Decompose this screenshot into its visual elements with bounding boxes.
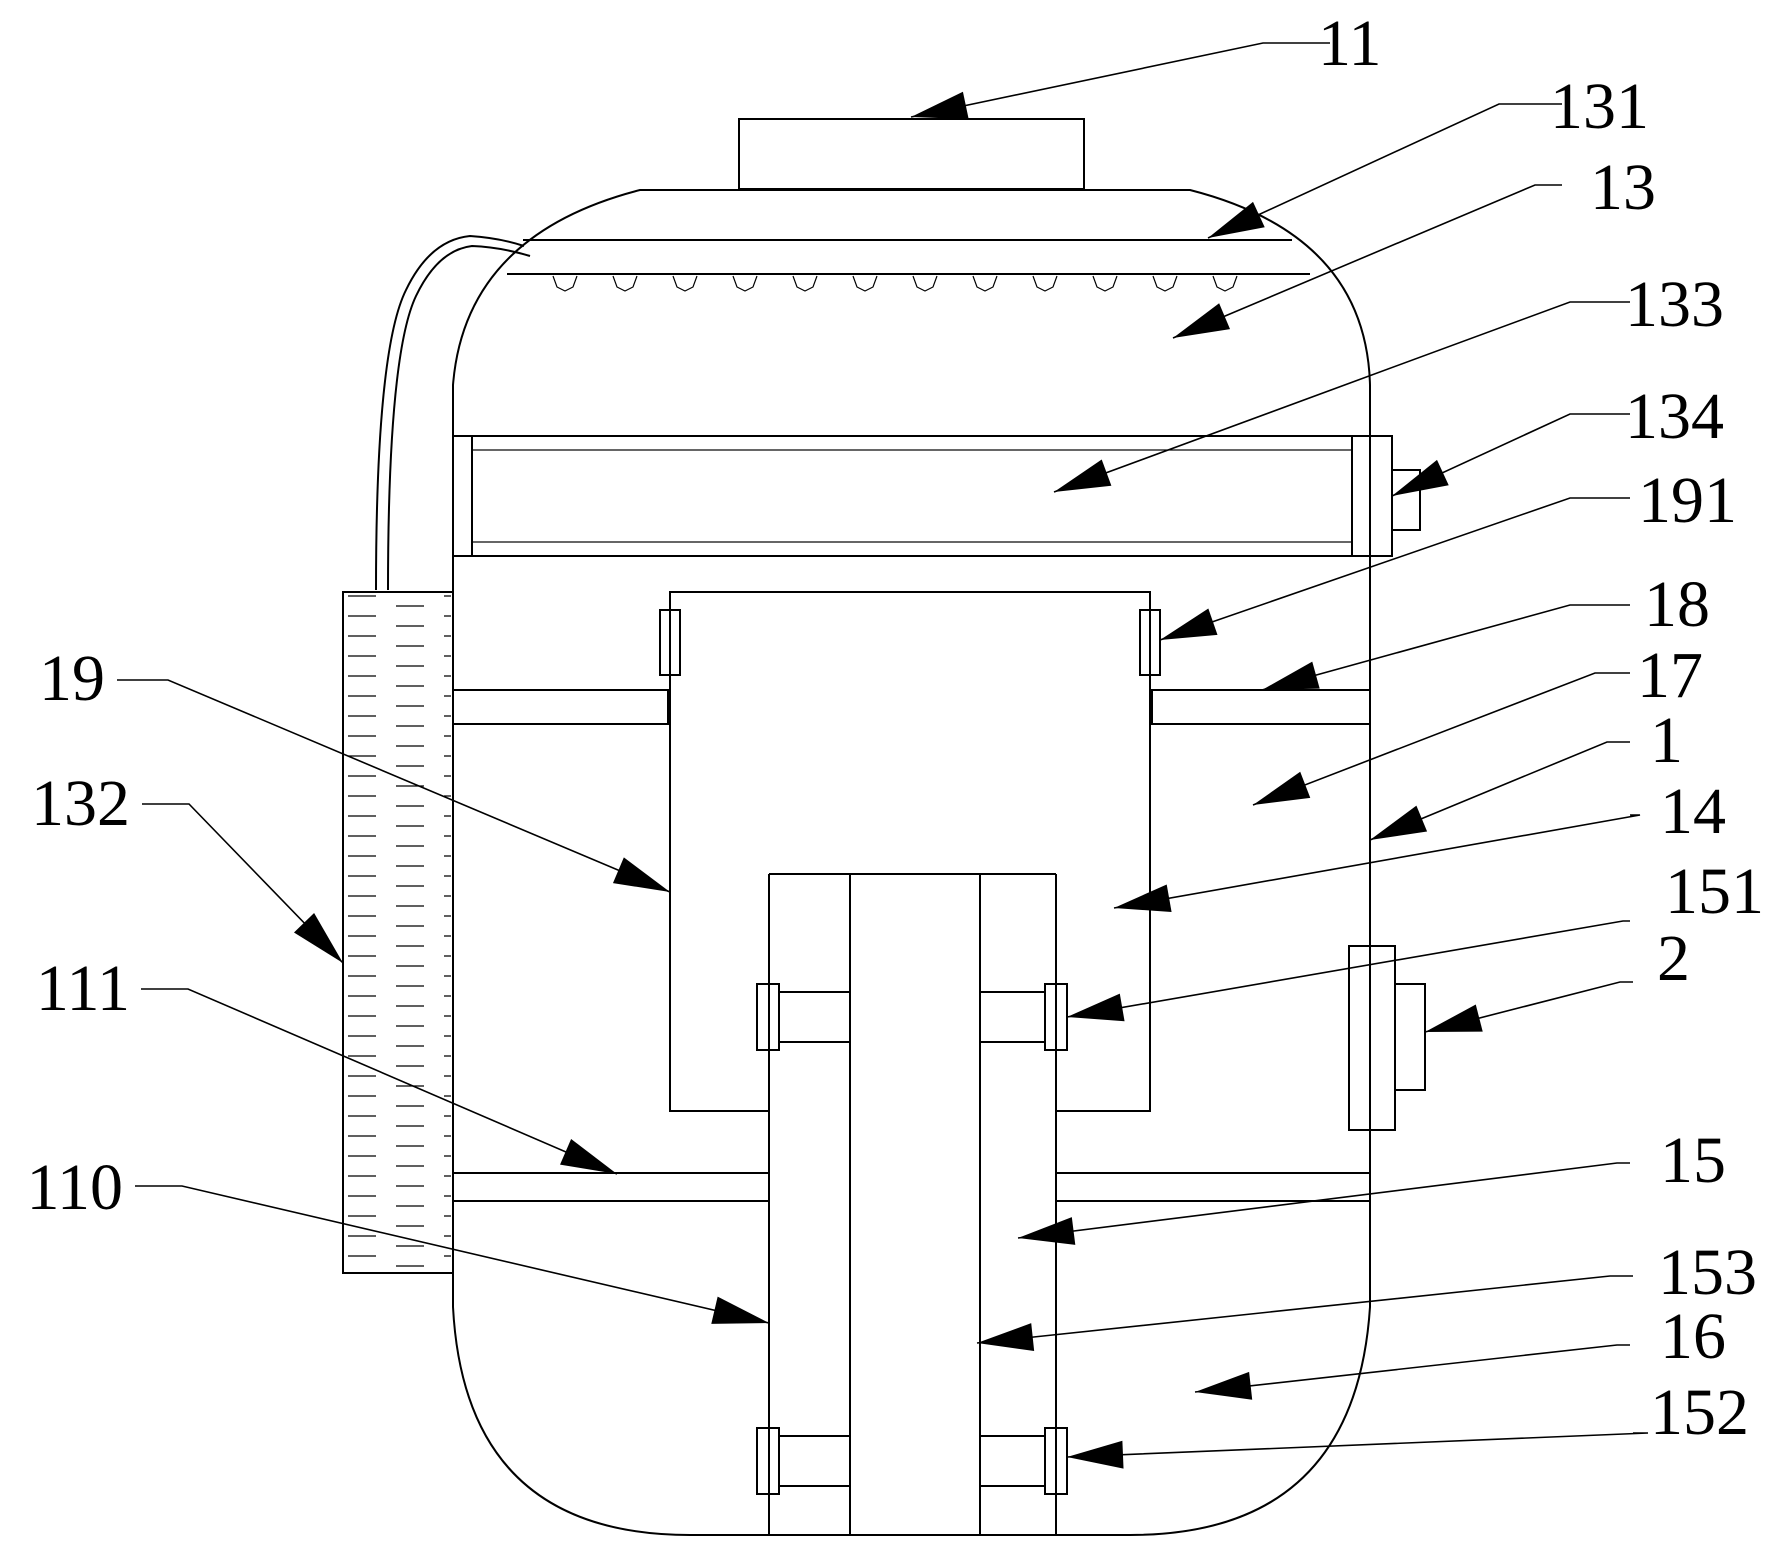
leader-line-11 (910, 42, 1330, 118)
partition-left (452, 689, 669, 725)
callout-label-131: 131 (1550, 70, 1649, 143)
liquid-tank-fill (345, 594, 451, 1271)
filter-frame (452, 435, 1393, 557)
callout-label-152: 152 (1650, 1376, 1749, 1449)
callout-label-19: 19 (39, 642, 105, 715)
arrowhead-11 (911, 91, 969, 120)
arrowhead-131 (1208, 201, 1265, 238)
spray-nozzles (552, 275, 1238, 292)
porous-plate-left (452, 1172, 770, 1202)
callout-label-111: 111 (36, 952, 130, 1025)
side-unit-knob (1394, 983, 1426, 1091)
leader-line-132 (142, 803, 344, 964)
callout-label-15: 15 (1660, 1124, 1726, 1197)
arrowhead-13 (1173, 303, 1231, 338)
arrowhead-18 (1262, 661, 1320, 690)
leader-line-111 (141, 988, 618, 1175)
callout-label-17: 17 (1637, 639, 1703, 712)
arrowhead-111 (560, 1138, 617, 1174)
leader-line-13 (1172, 184, 1562, 339)
top-cap (738, 118, 1085, 190)
spray-nozzle (1092, 275, 1118, 292)
callout-label-153: 153 (1658, 1236, 1757, 1309)
arrowhead-2 (1425, 1004, 1483, 1032)
arrowhead-1 (1370, 805, 1428, 840)
spray-nozzle (852, 275, 878, 292)
leader-line-14 (1113, 814, 1641, 909)
leader-line-19 (117, 679, 671, 893)
leader-line-16 (1194, 1344, 1630, 1393)
callout-label-14: 14 (1660, 775, 1726, 848)
spray-nozzle (672, 275, 698, 292)
arrowhead-17 (1253, 771, 1311, 805)
clamp-upper-bar-right (979, 991, 1046, 1043)
spray-nozzle (1032, 275, 1058, 292)
filter-handle (1391, 469, 1421, 531)
vessel-body (452, 189, 1371, 1536)
arrowhead-134 (1392, 459, 1449, 496)
inner-cylinder (669, 591, 1151, 1112)
arrowhead-132 (293, 913, 343, 963)
callout-label-110: 110 (26, 1151, 123, 1224)
callout-label-1: 1 (1650, 704, 1683, 777)
leader-line-131 (1207, 103, 1562, 239)
leader-line-2 (1424, 981, 1633, 1033)
leader-line-15 (1017, 1162, 1630, 1239)
callout-label-133: 133 (1625, 268, 1724, 341)
spray-nozzle (1152, 275, 1178, 292)
arrowhead-191 (1160, 608, 1218, 640)
arrowhead-14 (1114, 884, 1172, 913)
callout-label-151: 151 (1665, 855, 1764, 928)
leader-line-133 (1053, 301, 1630, 493)
callout-label-191: 191 (1638, 464, 1737, 537)
arrowhead-133 (1054, 459, 1112, 492)
side-pipe-inner (387, 244, 531, 591)
leader-line-1 (1369, 741, 1630, 841)
callout-label-134: 134 (1625, 380, 1724, 453)
arrowhead-16 (1195, 1371, 1253, 1400)
leader-line-134 (1391, 413, 1630, 497)
leader-line-110 (135, 1185, 770, 1324)
callout-label-13: 13 (1590, 151, 1656, 224)
arrowhead-152 (1067, 1440, 1124, 1469)
arrowhead-151 (1067, 993, 1125, 1022)
arrowhead-110 (711, 1296, 769, 1324)
leader-line-18 (1261, 604, 1630, 691)
side-unit-body (1348, 945, 1396, 1131)
leader-line-153 (976, 1275, 1633, 1344)
leader-line-191 (1159, 497, 1630, 641)
leader-line-151 (1066, 920, 1630, 1018)
arrowhead-15 (1018, 1217, 1076, 1245)
spray-nozzle (552, 275, 578, 292)
side-pipe-outer (375, 234, 525, 591)
packing-media (849, 873, 981, 1536)
sensor-left (659, 609, 681, 676)
leader-line-17 (1252, 672, 1630, 806)
callout-label-16: 16 (1660, 1300, 1726, 1373)
porous-plate-right (1055, 1172, 1371, 1202)
filter-media (471, 449, 1353, 543)
arrowhead-153 (977, 1323, 1035, 1352)
callout-label-11: 11 (1318, 7, 1382, 80)
sensor-right (1139, 609, 1161, 676)
clamp-lower-bar-left (778, 1435, 851, 1487)
callout-label-132: 132 (31, 767, 130, 840)
spray-nozzle (912, 275, 938, 292)
callout-label-2: 2 (1657, 922, 1690, 995)
clamp-upper-bar-left (778, 991, 851, 1043)
spray-nozzle (612, 275, 638, 292)
arrowhead-19 (612, 857, 670, 892)
liquid-tank (342, 591, 454, 1274)
spray-nozzle (1212, 275, 1238, 292)
clamp-lower-bar-right (979, 1435, 1046, 1487)
partition-right (1151, 689, 1371, 725)
spray-nozzle (792, 275, 818, 292)
spray-nozzle (972, 275, 998, 292)
callout-label-18: 18 (1644, 568, 1710, 641)
spray-nozzle (732, 275, 758, 292)
leader-line-152 (1066, 1432, 1649, 1458)
